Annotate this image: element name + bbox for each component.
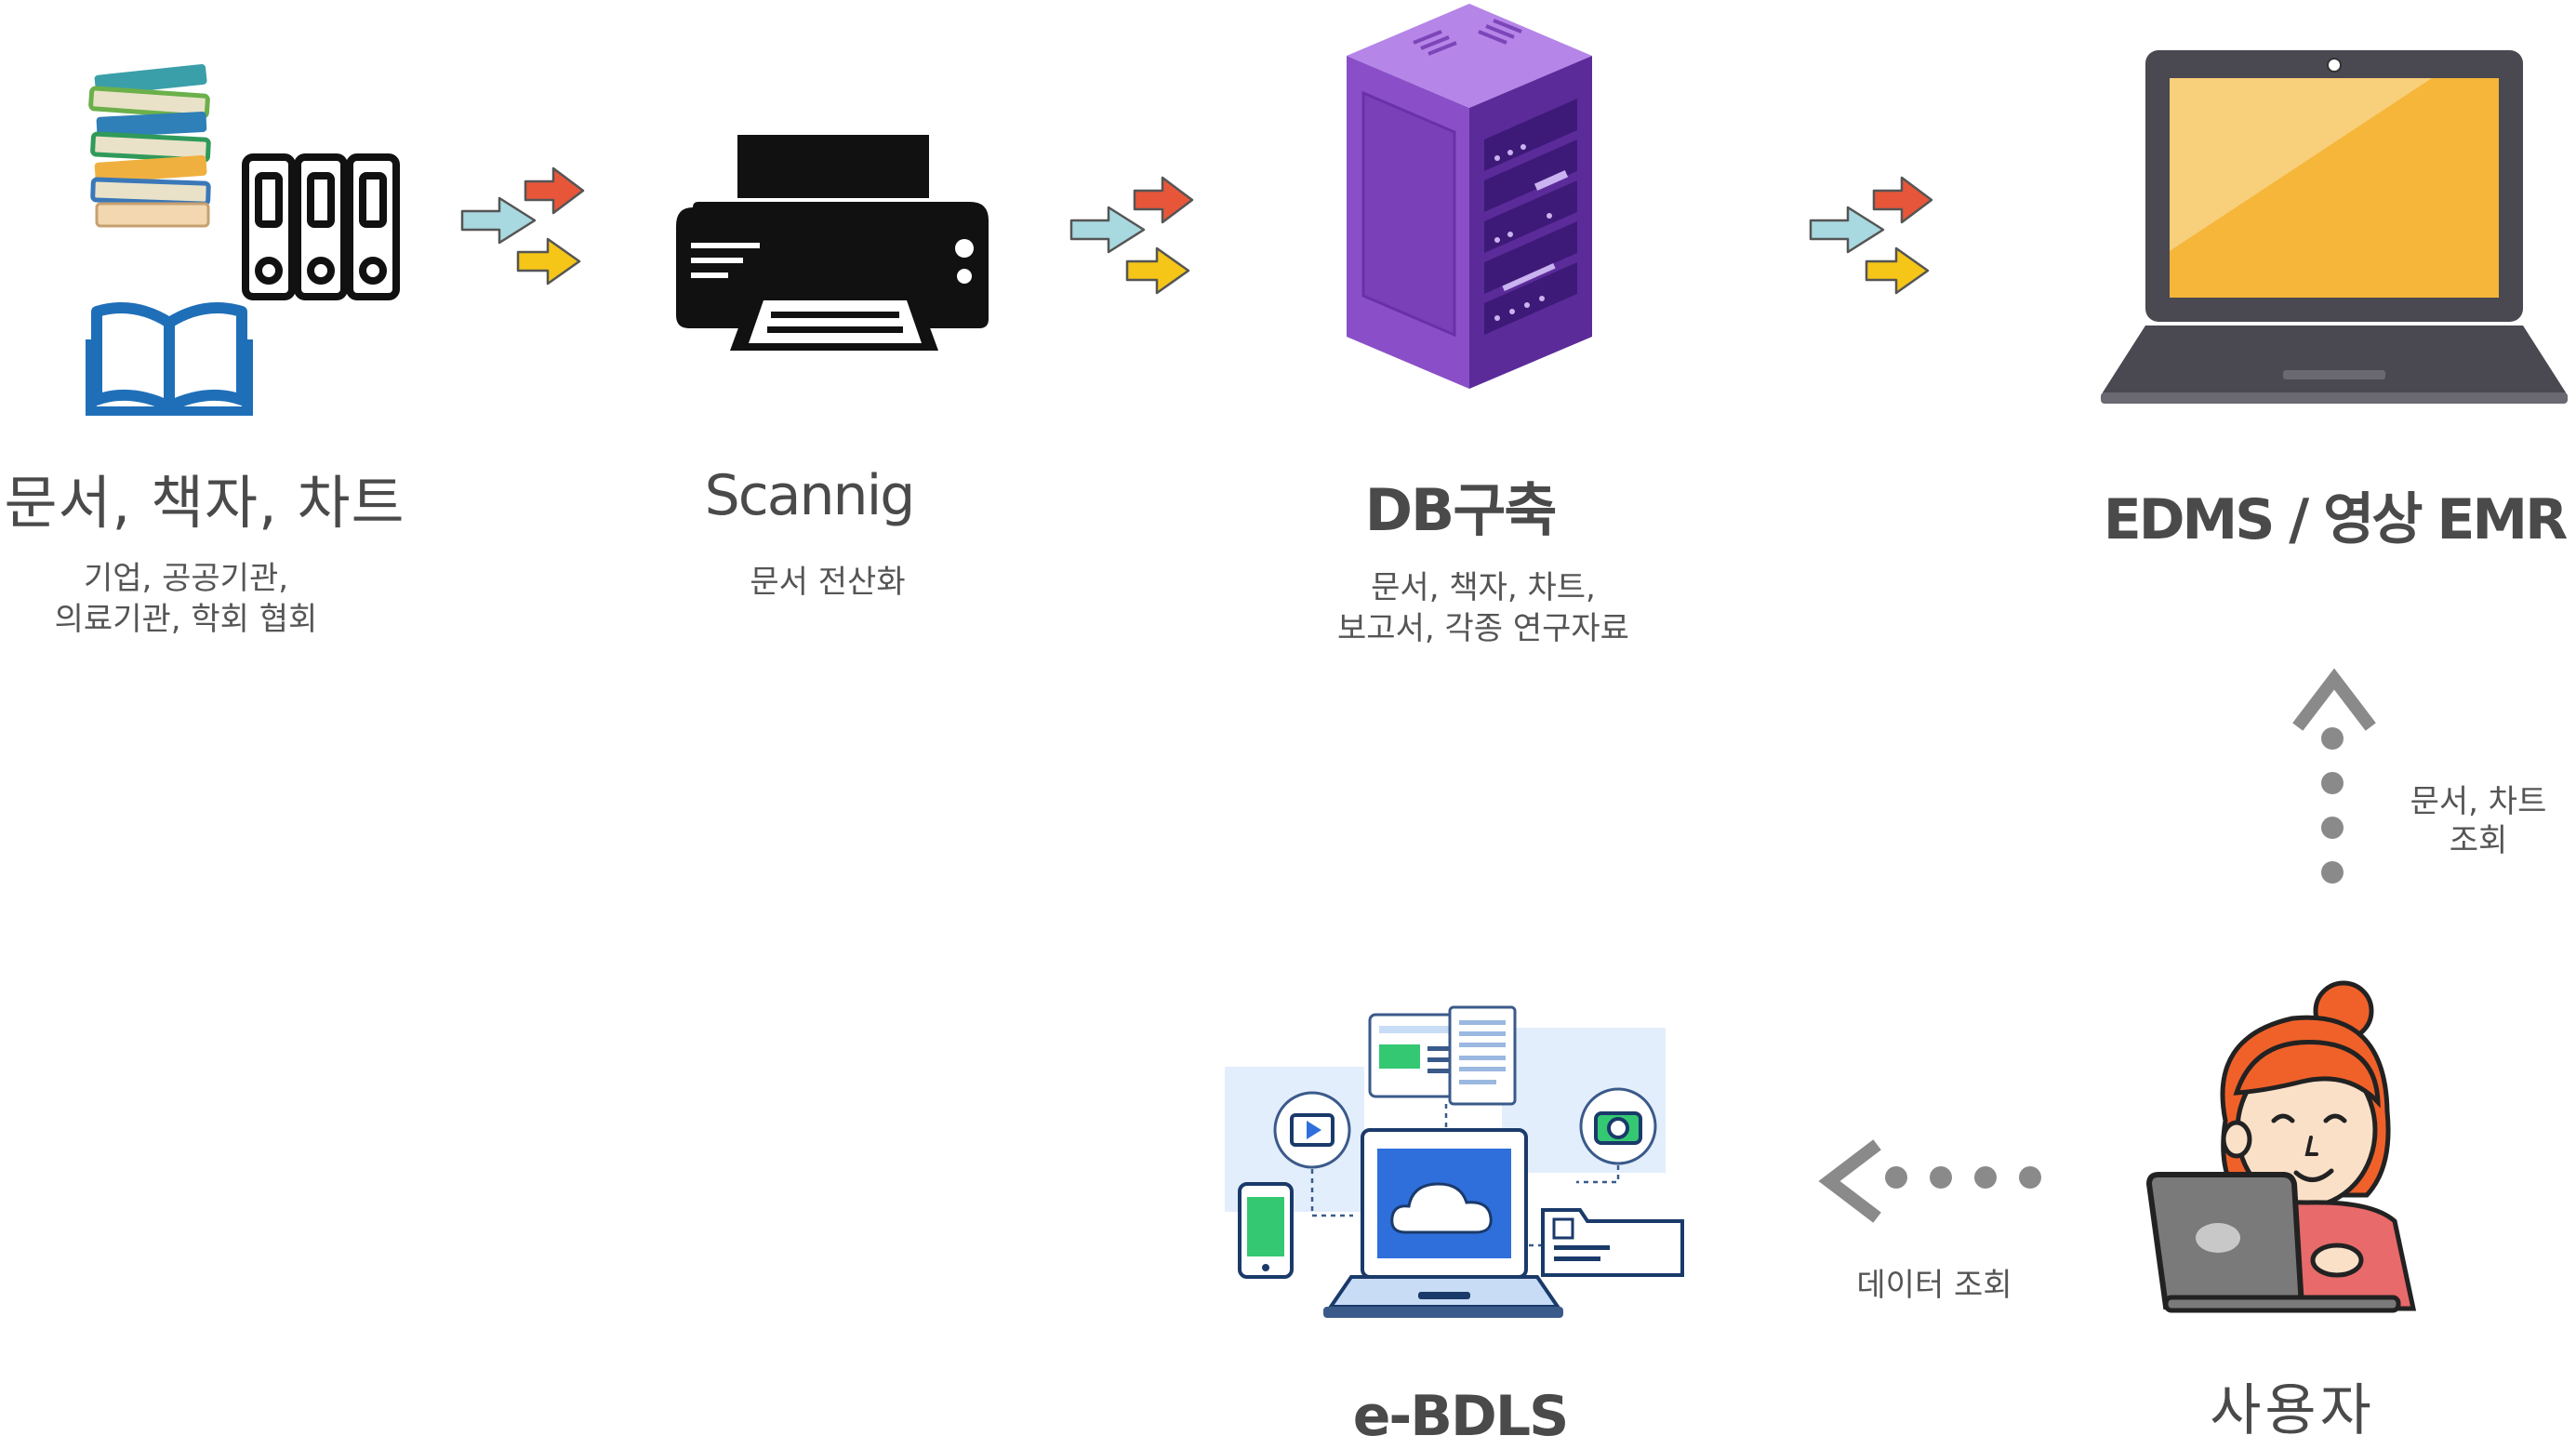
printer-icon [676,135,989,351]
scanning-desc: 문서 전산화 [750,564,906,601]
cloud-library-icon [1225,1005,1684,1318]
flow-arrows-icon [460,166,585,286]
left-connector-label: 데이터 조회 [1856,1267,2012,1304]
up-connector-label-line1: 문서, 차트 [2410,783,2547,820]
left-chevron-icon [1818,1139,1881,1223]
user-avatar-icon [2145,980,2417,1313]
documents-desc-line2: 의료기관, 학회 협회 [54,601,318,638]
dotted-line-up [2321,727,2344,884]
scanning-title: Scannig [704,463,916,528]
documents-title: 문서, 책자, 차트 [4,469,405,537]
flow-arrows-icon [1809,176,1933,295]
user-title: 사용자 [2210,1378,2375,1443]
edms-title: EDMS / 영상 EMR [2103,487,2569,552]
documents-desc-line1: 기업, 공공기관, [83,560,289,597]
db-desc-line1: 문서, 책자, 차트, [1371,569,1596,606]
dotted-line-left [1885,1166,2041,1189]
up-connector-label-line2: 조회 [2449,822,2508,859]
open-book-icon [86,302,253,416]
book-stack-icon [88,63,211,228]
documents-icon [86,63,400,416]
laptop-icon [2101,50,2568,404]
db-title: DB구축 [1364,476,1558,544]
up-chevron-icon [2292,668,2376,731]
flow-arrows-icon [1069,176,1194,295]
binder-icon [242,153,400,300]
db-desc-line2: 보고서, 각종 연구자료 [1337,610,1629,647]
server-rack-icon [1347,4,1592,389]
ebdls-title: e-BDLS [1352,1384,1570,1449]
